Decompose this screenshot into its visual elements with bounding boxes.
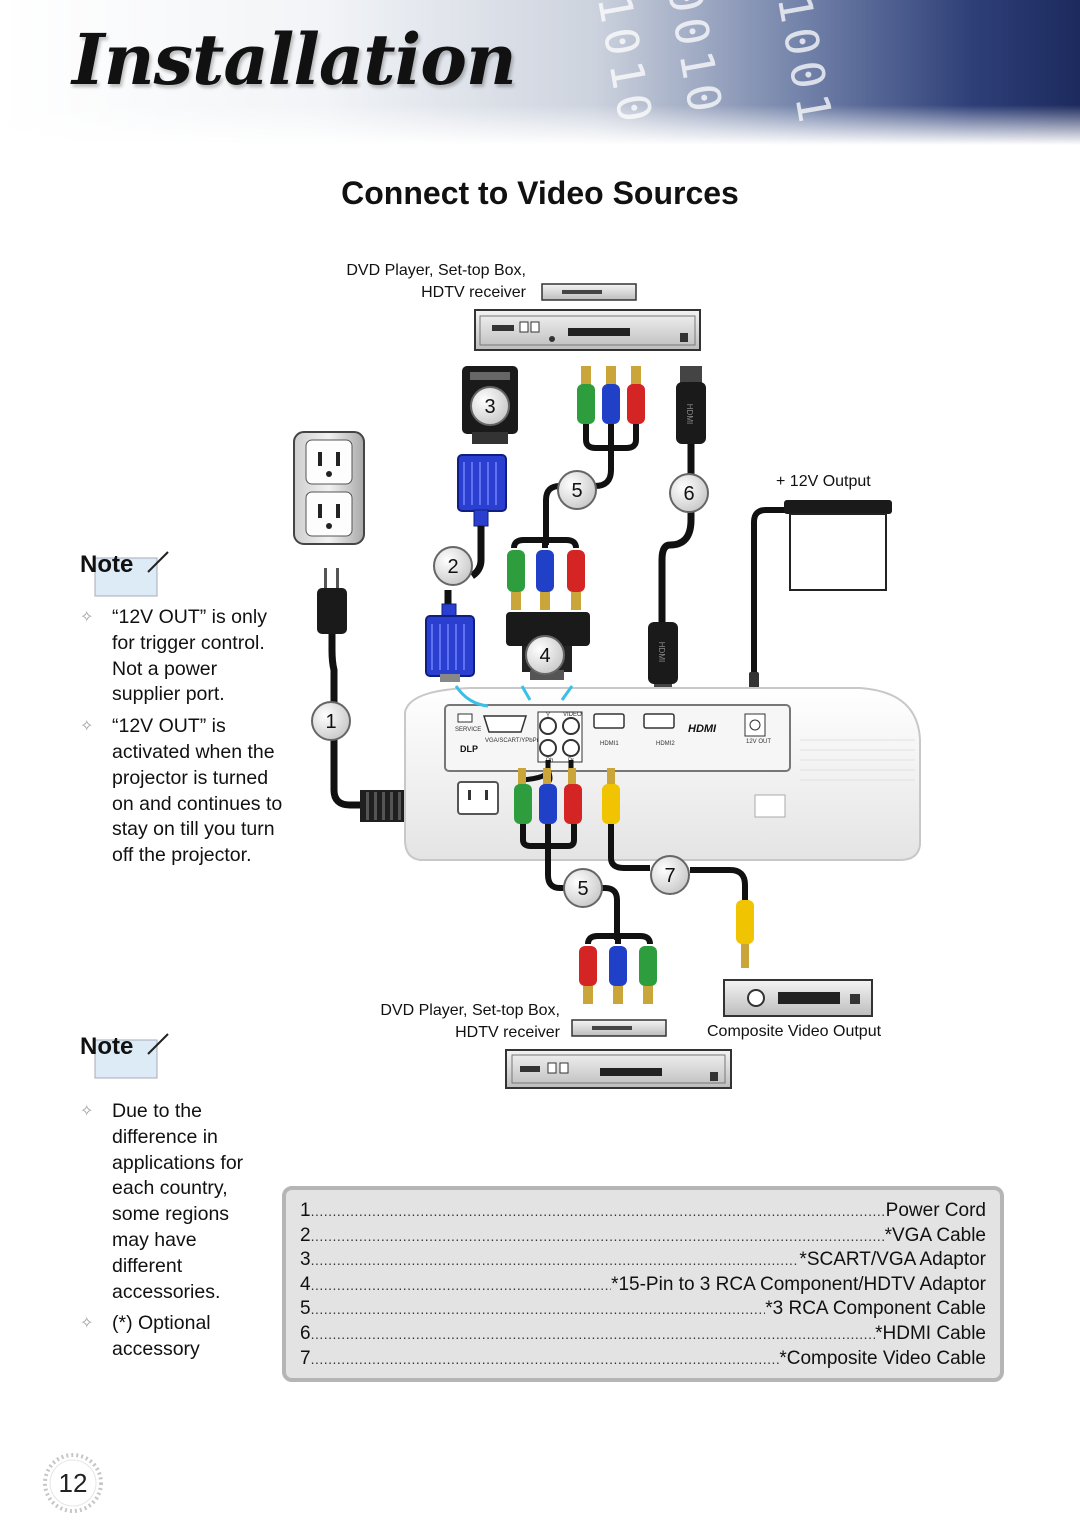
marker-6: 6 bbox=[669, 473, 709, 513]
header-fade bbox=[0, 105, 1080, 145]
note-list-2: ✧Due to the difference in applications f… bbox=[80, 1099, 250, 1363]
source-bottom-label-1: DVD Player, Set-top Box, bbox=[380, 1002, 560, 1019]
bullet-icon: ✧ bbox=[80, 1315, 94, 1333]
panel-label-12v-out: 12V OUT bbox=[746, 739, 771, 745]
dvd-player-icon bbox=[505, 1049, 732, 1089]
composite-output-label: Composite Video Output bbox=[707, 1023, 882, 1040]
rca-plug-icon bbox=[514, 760, 657, 1004]
legend-row: 4*15-Pin to 3 RCA Component/HDTV Adaptor bbox=[300, 1273, 986, 1298]
rca-plug-icon bbox=[602, 768, 754, 968]
vga-connector-icon bbox=[457, 454, 507, 579]
twelve-v-output-label: + 12V Output bbox=[776, 473, 871, 490]
legend-row: 6*HDMI Cable bbox=[300, 1322, 986, 1347]
legend-row: 2*VGA Cable bbox=[300, 1224, 986, 1249]
marker-3: 3 bbox=[470, 386, 510, 426]
page-number-ring bbox=[43, 1453, 103, 1513]
svg-text:Note: Note bbox=[80, 551, 133, 578]
rca-plug-icon bbox=[507, 537, 585, 610]
source-top-label-1: DVD Player, Set-top Box, bbox=[346, 262, 526, 279]
rca-plug-icon bbox=[543, 366, 645, 545]
svg-text:7: 7 bbox=[664, 865, 675, 887]
svg-text:6: 6 bbox=[683, 483, 694, 505]
marker-1: 1 bbox=[311, 701, 351, 741]
svg-text:1: 1 bbox=[325, 711, 336, 733]
bullet-icon: ✧ bbox=[80, 1103, 94, 1120]
hdmi-plug-icon: HDMI HDMI bbox=[648, 366, 706, 700]
svg-text:2: 2 bbox=[447, 556, 458, 578]
svg-text:4: 4 bbox=[539, 645, 550, 667]
accessory-legend: 1Power Cord 2*VGA Cable 3*SCART/VGA Adap… bbox=[282, 1186, 1004, 1382]
svg-text:3: 3 bbox=[484, 396, 495, 418]
svg-text:Note: Note bbox=[80, 1033, 133, 1060]
svg-text:HDMI: HDMI bbox=[657, 642, 666, 662]
outlet-icon bbox=[293, 431, 365, 545]
note-item: ✧(*) Optional accessory bbox=[80, 1312, 211, 1361]
svg-text:5: 5 bbox=[571, 480, 582, 502]
note-list-1: ✧“12V OUT” is only for trigger control. … bbox=[80, 605, 285, 869]
bullet-icon: ✧ bbox=[80, 609, 94, 626]
projector-icon: SERVICE VGA/SCART/YPbPr VIDEO HDMI1 HDMI… bbox=[404, 687, 921, 861]
legend-row: 7*Composite Video Cable bbox=[300, 1347, 986, 1372]
vga-connector-icon bbox=[425, 590, 475, 682]
panel-label-service: SERVICE bbox=[455, 727, 481, 733]
page-header-title: Installation bbox=[72, 18, 517, 101]
note-item: ✧“12V OUT” is only for trigger control. … bbox=[80, 606, 267, 706]
panel-label-y: Y bbox=[546, 713, 550, 719]
marker-4: 4 bbox=[525, 635, 565, 675]
header-banner: 1010 0010 1001 Installation bbox=[0, 0, 1080, 145]
dvd-player-icon bbox=[474, 309, 701, 351]
panel-label-vga: VGA/SCART/YPbPr bbox=[485, 738, 539, 744]
dvd-player-icon bbox=[571, 1019, 667, 1037]
pencil-icon bbox=[147, 551, 169, 573]
dlp-logo: DLP bbox=[460, 744, 478, 754]
svg-text:HDMI: HDMI bbox=[685, 404, 694, 424]
panel-label-video: VIDEO bbox=[563, 712, 582, 718]
svg-text:5: 5 bbox=[577, 878, 588, 900]
pencil-icon bbox=[147, 1033, 169, 1055]
screen-icon bbox=[749, 500, 892, 708]
legend-row: 3*SCART/VGA Adaptor bbox=[300, 1248, 986, 1273]
legend-row: 5*3 RCA Component Cable bbox=[300, 1297, 986, 1322]
marker-7: 7 bbox=[650, 855, 690, 895]
hdmi-logo: HDMI bbox=[688, 723, 717, 735]
bullet-icon: ✧ bbox=[80, 718, 94, 736]
marker-5-top: 5 bbox=[557, 470, 597, 510]
page-number-badge: 12 bbox=[40, 1450, 106, 1516]
note-badge-2: Note bbox=[80, 1033, 169, 1079]
audio-device-icon bbox=[723, 979, 873, 1017]
marker-5-bottom: 5 bbox=[563, 868, 603, 908]
panel-label-hdmi2: HDMI2 bbox=[656, 741, 675, 747]
source-top-label-2: HDTV receiver bbox=[421, 284, 526, 301]
page-number: 12 bbox=[58, 1468, 88, 1498]
note-badge-1: Note bbox=[80, 551, 169, 597]
dvd-player-icon bbox=[541, 283, 637, 301]
section-title: Connect to Video Sources bbox=[341, 175, 739, 211]
note-item: ✧Due to the difference in applications f… bbox=[80, 1100, 244, 1303]
legend-row: 1Power Cord bbox=[300, 1199, 986, 1224]
panel-label-hdmi1: HDMI1 bbox=[600, 741, 619, 747]
note-item: ✧“12V OUT” is activated when the project… bbox=[80, 715, 283, 867]
source-bottom-label-2: HDTV receiver bbox=[455, 1024, 560, 1041]
marker-2: 2 bbox=[433, 546, 473, 586]
